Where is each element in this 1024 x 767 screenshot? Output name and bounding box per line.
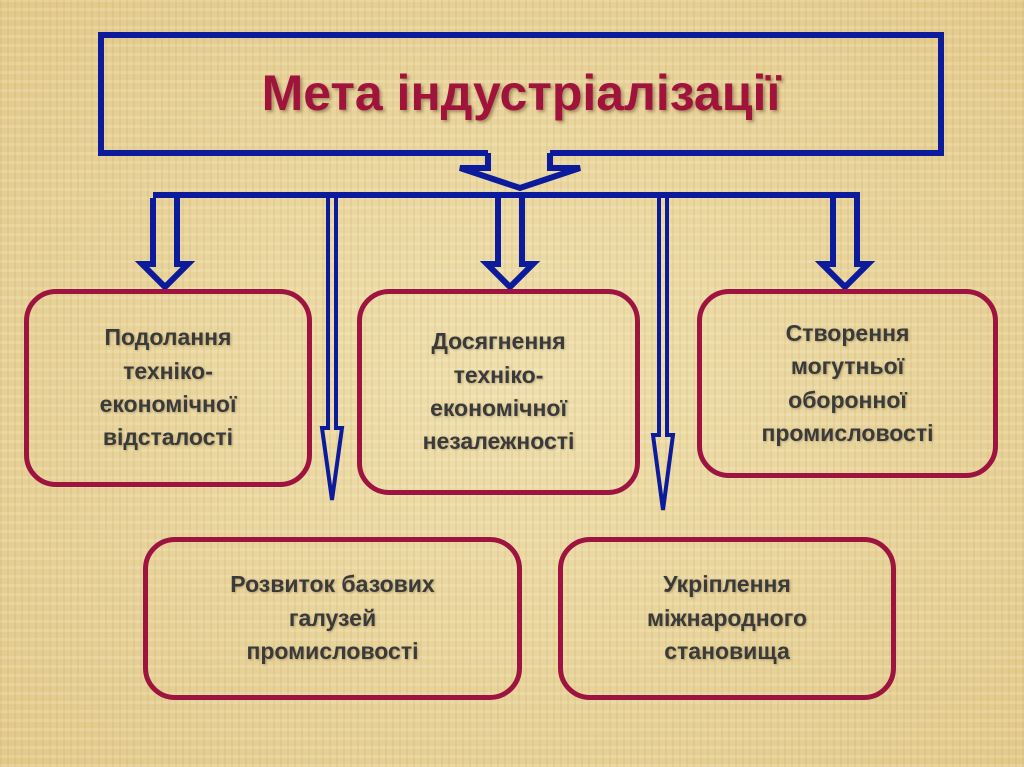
goal-box-1: Подолання техніко-економічної відсталості bbox=[24, 289, 312, 487]
title-frame bbox=[98, 32, 944, 156]
goal-box-5: Укріплення міжнародного становища bbox=[558, 537, 896, 700]
goal-line: незалежності bbox=[422, 428, 575, 455]
goal-line: Укріплення bbox=[663, 571, 791, 598]
arrow-to-goal-1 bbox=[134, 198, 196, 292]
arrow-to-goal-4 bbox=[319, 198, 345, 501]
goal-line: промисловості bbox=[761, 419, 934, 446]
goal-line: галузей bbox=[288, 604, 377, 631]
goal-line: оборонної bbox=[788, 386, 907, 413]
goal-box-2: Досягнення техніко-економічної незалежност… bbox=[357, 289, 640, 495]
goal-line: економічної bbox=[99, 391, 237, 417]
goal-line: економічної bbox=[430, 395, 567, 421]
goal-line: Створення bbox=[785, 319, 910, 346]
goal-line: техніко- bbox=[453, 361, 544, 388]
goal-line: Розвиток базових bbox=[230, 571, 435, 598]
goal-line: Подолання bbox=[104, 324, 232, 351]
goal-line: техніко- bbox=[123, 357, 213, 384]
diagram-title: Мета індустріалізації bbox=[261, 64, 781, 121]
goal-line: відсталості bbox=[102, 424, 234, 451]
goal-box-3: Створення могутньої оборонної промисловості bbox=[697, 289, 998, 478]
goal-line: становища bbox=[664, 638, 790, 665]
goal-box-4: Розвиток базових галузей промисловості bbox=[143, 537, 522, 700]
goal-line: Досягнення bbox=[431, 328, 566, 355]
goal-line: міжнародного bbox=[646, 604, 808, 631]
arrow-to-goal-5 bbox=[650, 198, 676, 511]
arrow-to-goal-3 bbox=[814, 198, 876, 292]
central-arrow bbox=[459, 153, 581, 192]
arrow-to-goal-2 bbox=[479, 198, 541, 292]
goal-line: могутньої bbox=[790, 353, 905, 380]
goal-line: промисловості bbox=[246, 638, 419, 665]
